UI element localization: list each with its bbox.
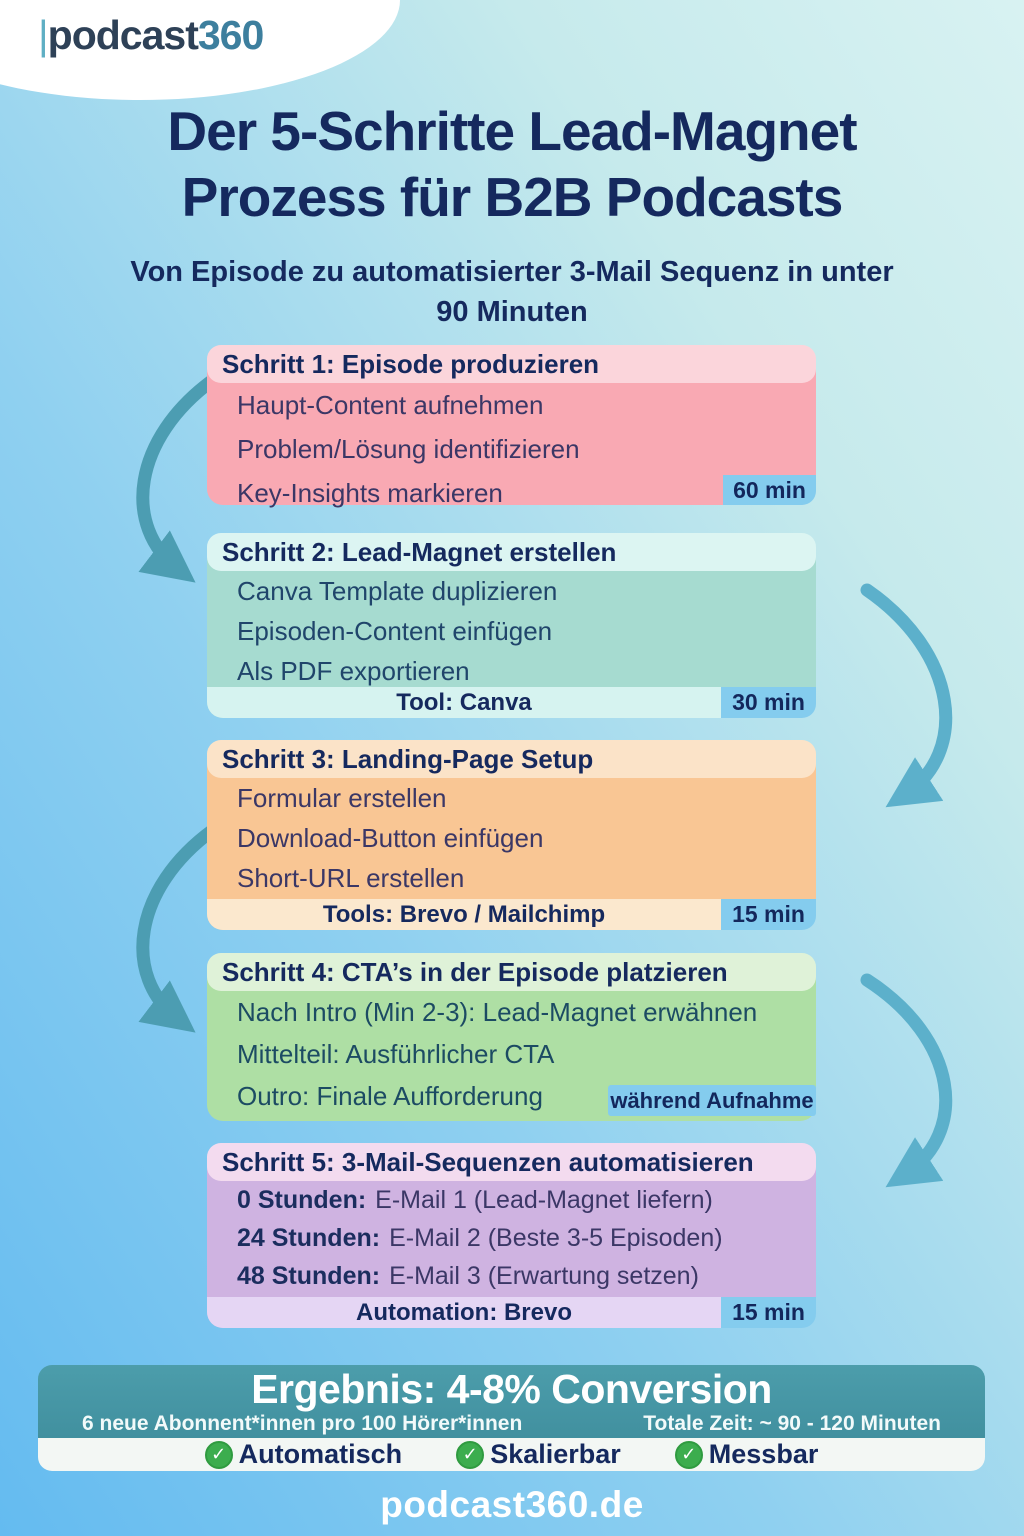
- step-4-title: Schritt 4: CTA’s in der Episode platzier…: [207, 953, 816, 991]
- step-item: 0 Stunden: E-Mail 1 (Lead-Magnet liefern…: [237, 1181, 810, 1219]
- podcast360-logo: |podcast360: [38, 12, 264, 59]
- page-title: Der 5-Schritte Lead-Magnet Prozess für B…: [0, 98, 1024, 230]
- step-1-title: Schritt 1: Episode produzieren: [207, 345, 816, 383]
- subtitle-line-2: 90 Minuten: [436, 296, 588, 328]
- subtitle-line-1: Von Episode zu automatisierter 3-Mail Se…: [130, 256, 894, 288]
- step-4-card: Schritt 4: CTA’s in der Episode platzier…: [207, 953, 816, 1121]
- step-item: Problem/Lösung identifizieren: [237, 433, 580, 464]
- item-prefix: 24 Stunden:: [237, 1223, 381, 1252]
- step-2-card: Schritt 2: Lead-Magnet erstellen Canva T…: [207, 533, 816, 718]
- step-item: 24 Stunden: E-Mail 2 (Beste 3-5 Episoden…: [237, 1219, 810, 1257]
- logo-pipe: |: [38, 12, 49, 58]
- step-item: Als PDF exportieren: [237, 655, 470, 686]
- result-headline: Ergebnis: 4-8% Conversion: [251, 1366, 772, 1412]
- item-text: E-Mail 3 (Erwartung setzen): [389, 1261, 699, 1290]
- step-4-items: Nach Intro (Min 2-3): Lead-Magnet erwähn…: [237, 991, 810, 1117]
- time-badge: 15 min: [721, 899, 816, 930]
- curved-arrow-down-icon: [136, 373, 220, 583]
- title-line-1: Der 5-Schritte Lead-Magnet: [167, 100, 857, 162]
- step-2-footer: Tool: Canva 30 min: [207, 687, 816, 718]
- step-item: Canva Template duplizieren: [237, 575, 558, 606]
- logo-name: podcast: [47, 12, 199, 58]
- curved-arrow-down-icon: [860, 583, 953, 808]
- step-item: Outro: Finale Aufforderung: [237, 1080, 543, 1111]
- step-5-card: Schritt 5: 3-Mail-Sequenzen automatisier…: [207, 1143, 816, 1328]
- item-prefix: 0 Stunden:: [237, 1185, 367, 1214]
- tool-label: Tool: Canva: [396, 688, 532, 716]
- step-2-items: Canva Template duplizieren Episoden-Cont…: [237, 571, 810, 691]
- check-item-skalierbar: ✓ Skalierbar: [456, 1439, 621, 1470]
- step-item: Nach Intro (Min 2-3): Lead-Magnet erwähn…: [237, 996, 758, 1027]
- result-stat-left: 6 neue Abonnent*innen pro 100 Hörer*inne…: [82, 1412, 523, 1435]
- check-item-automatisch: ✓ Automatisch: [204, 1439, 403, 1470]
- curved-arrow-down-icon: [136, 823, 220, 1033]
- step-item: Mittelteil: Ausführlicher CTA: [237, 1038, 555, 1069]
- step-1-card: Schritt 1: Episode produzieren Haupt-Con…: [207, 345, 816, 508]
- time-badge: 60 min: [723, 475, 816, 505]
- tool-label: Automation: Brevo: [356, 1298, 572, 1326]
- step-5-title: Schritt 5: 3-Mail-Sequenzen automatisier…: [207, 1143, 816, 1181]
- title-line-2: Prozess für B2B Podcasts: [181, 166, 844, 228]
- step-item: Short-URL erstellen: [237, 862, 465, 893]
- website-url: podcast360.de: [380, 1484, 644, 1525]
- step-item: Haupt-Content aufnehmen: [237, 389, 544, 420]
- check-label: Automatisch: [238, 1439, 403, 1469]
- step-item: Formular erstellen: [237, 782, 447, 813]
- item-prefix: 48 Stunden:: [237, 1261, 381, 1290]
- item-text: E-Mail 2 (Beste 3-5 Episoden): [389, 1223, 723, 1252]
- result-stats-row: 6 neue Abonnent*innen pro 100 Hörer*inne…: [38, 1412, 985, 1436]
- check-icon: ✓: [456, 1440, 485, 1469]
- item-text: E-Mail 1 (Lead-Magnet liefern): [375, 1185, 713, 1214]
- step-item: Key-Insights markieren: [237, 477, 503, 508]
- result-banner: Ergebnis: 4-8% Conversion 6 neue Abonnen…: [38, 1365, 985, 1471]
- check-icon: ✓: [204, 1440, 233, 1469]
- step-3-card: Schritt 3: Landing-Page Setup Formular e…: [207, 740, 816, 930]
- step-2-title: Schritt 2: Lead-Magnet erstellen: [207, 533, 816, 571]
- time-badge: 15 min: [721, 1297, 816, 1328]
- time-badge: 30 min: [721, 687, 816, 718]
- step-5-items: 0 Stunden: E-Mail 1 (Lead-Magnet liefern…: [237, 1181, 810, 1295]
- page-subtitle: Von Episode zu automatisierter 3-Mail Se…: [0, 252, 1024, 332]
- check-label: Skalierbar: [490, 1439, 621, 1469]
- tool-label: Tools: Brevo / Mailchimp: [322, 900, 606, 928]
- result-banner-top: Ergebnis: 4-8% Conversion 6 neue Abonnen…: [38, 1365, 985, 1438]
- result-check-strip: ✓ Automatisch ✓ Skalierbar ✓ Messbar: [38, 1438, 985, 1471]
- step-item: 48 Stunden: E-Mail 3 (Erwartung setzen): [237, 1257, 810, 1295]
- step-item: Episoden-Content einfügen: [237, 615, 553, 646]
- step-3-title: Schritt 3: Landing-Page Setup: [207, 740, 816, 778]
- curved-arrow-down-icon: [860, 973, 953, 1188]
- step-3-footer: Tools: Brevo / Mailchimp 15 min: [207, 899, 816, 930]
- check-label: Messbar: [708, 1439, 819, 1469]
- result-stat-right: Totale Zeit: ~ 90 - 120 Minuten: [643, 1412, 941, 1435]
- check-item-messbar: ✓ Messbar: [674, 1439, 819, 1470]
- step-3-items: Formular erstellen Download-Button einfü…: [237, 778, 810, 898]
- time-badge: während Aufnahme: [608, 1085, 816, 1116]
- step-1-items: Haupt-Content aufnehmen Problem/Lösung i…: [237, 383, 810, 515]
- step-5-footer: Automation: Brevo 15 min: [207, 1297, 816, 1328]
- check-icon: ✓: [674, 1440, 703, 1469]
- step-item: Download-Button einfügen: [237, 822, 544, 853]
- logo-suffix: 360: [197, 12, 264, 58]
